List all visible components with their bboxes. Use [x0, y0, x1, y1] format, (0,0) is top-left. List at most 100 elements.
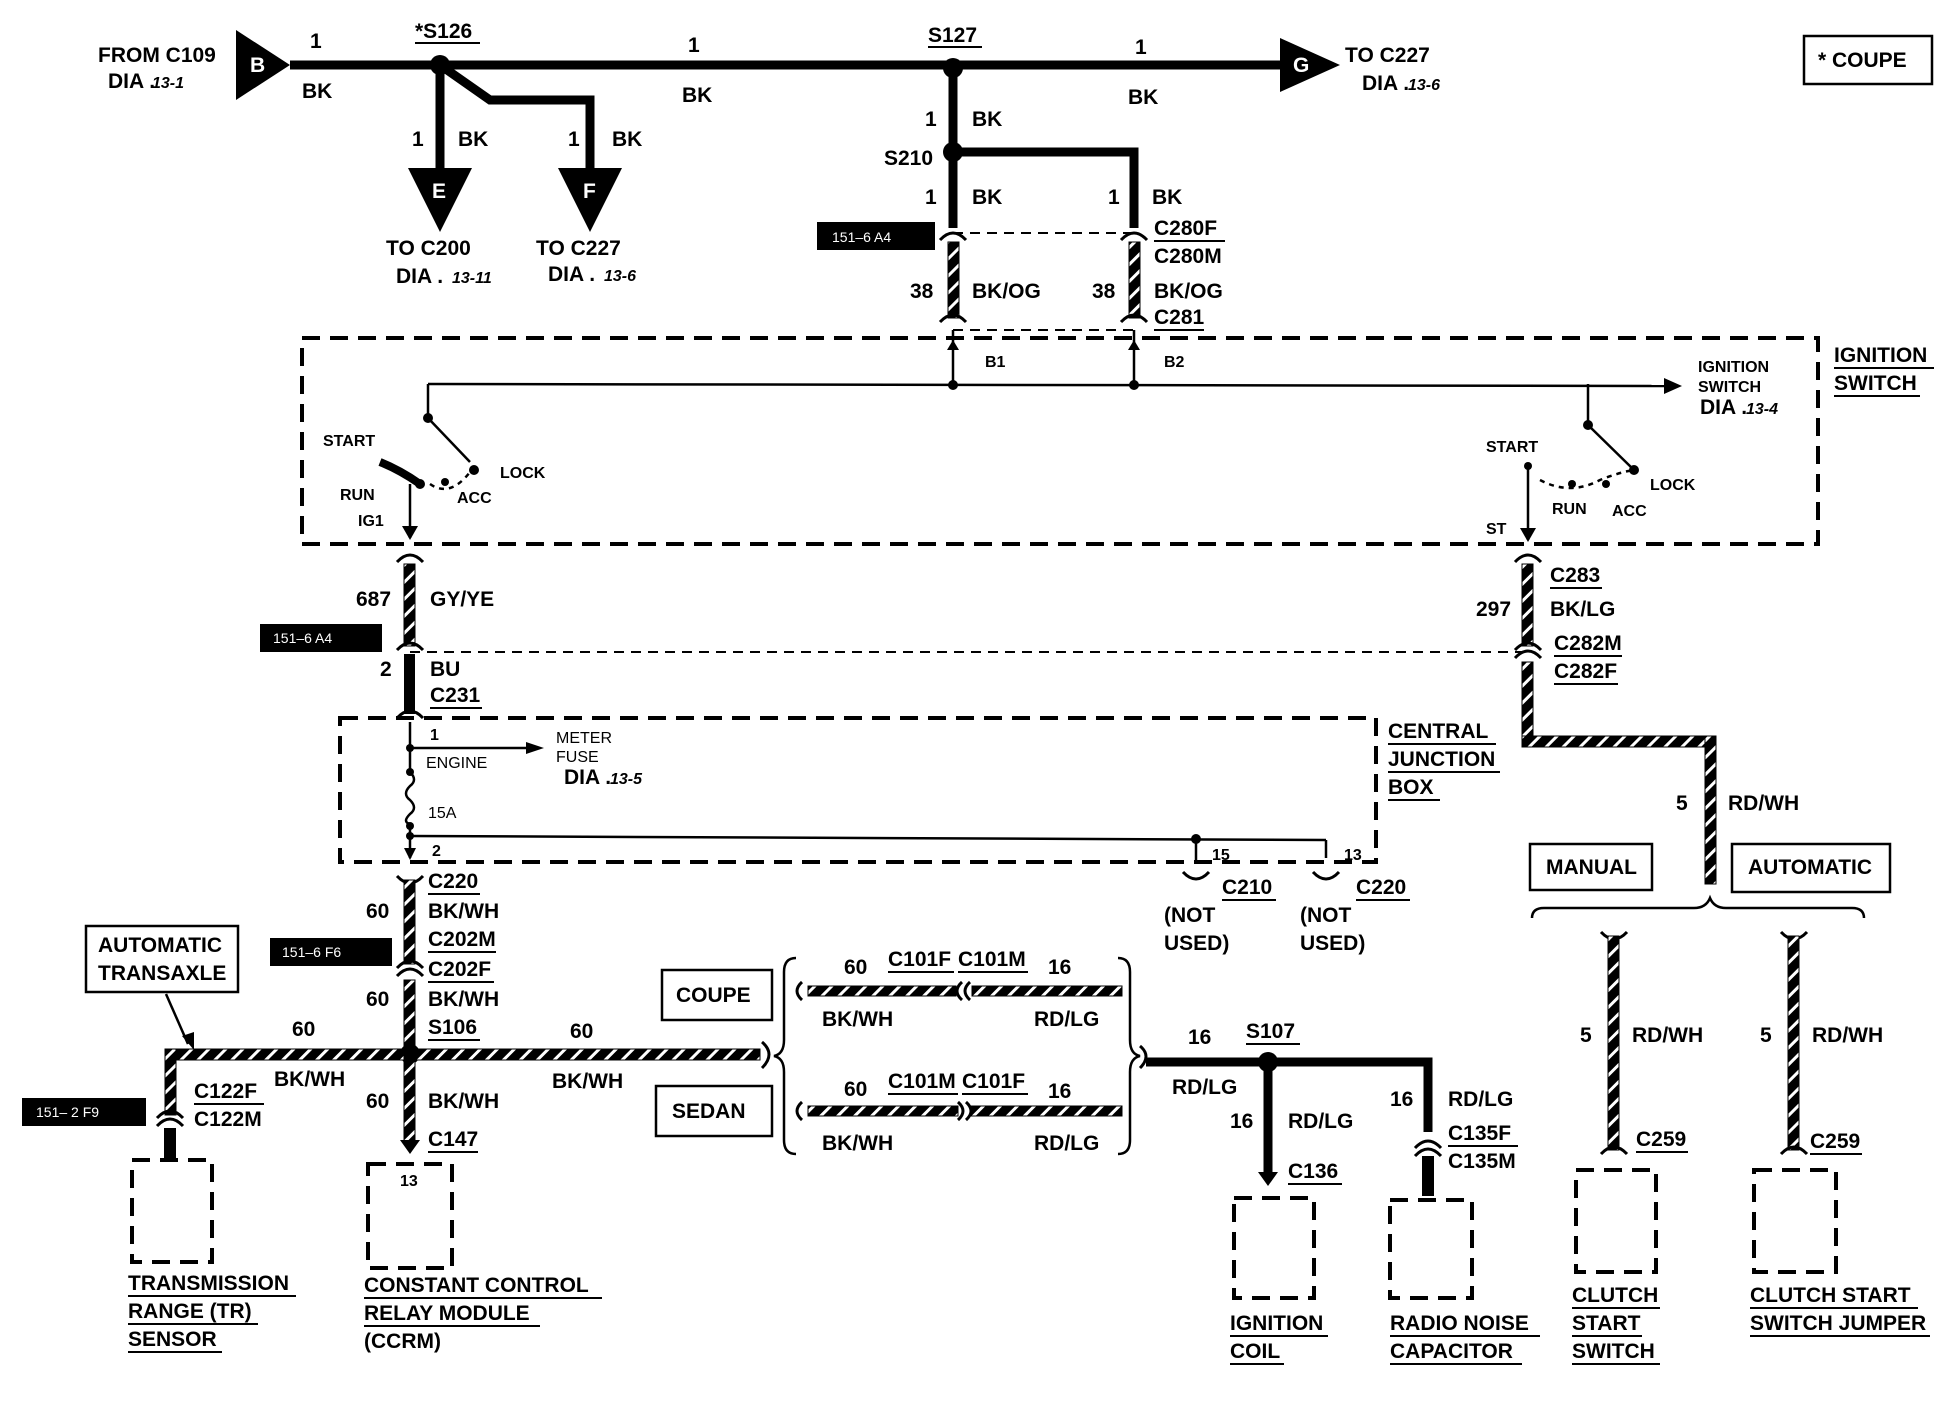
circuit-16-label: 16 [1230, 1110, 1253, 1133]
wire-color-bk-lg: BK/LG [1550, 598, 1615, 621]
ignition-coil-label-2: COIL [1230, 1340, 1280, 1363]
wire-color-bk: BK [458, 128, 488, 151]
to-c227-right-num: 13-6 [1408, 77, 1440, 94]
wire-color-bk: BK [302, 80, 332, 103]
wire-color-rd-lg: RD/LG [1288, 1110, 1353, 1133]
tag-151-6-f6 [270, 938, 392, 966]
s106-label: S106 [428, 1016, 477, 1039]
c231-label: C231 [430, 684, 481, 707]
connector-e-arrow [408, 168, 472, 232]
b2-label: B2 [1164, 354, 1185, 371]
circuit-1-label: 1 [412, 128, 424, 151]
circuit-16-label: 16 [1188, 1026, 1211, 1049]
clutch-switch-label-1: CLUTCH [1572, 1284, 1658, 1307]
circuit-1-label: 1 [1135, 36, 1147, 59]
c101f-label-sedan: C101F [962, 1070, 1025, 1093]
splice-s127-label: S127 [928, 24, 977, 47]
wire-color-rd-lg: RD/LG [1034, 1008, 1099, 1031]
connector-f-letter: F [583, 180, 596, 203]
transaxle-label-2: TRANSAXLE [98, 962, 226, 985]
wire-color-rd-lg: RD/LG [1448, 1088, 1513, 1111]
tr-sensor-label-1: TRANSMISSION [128, 1272, 289, 1295]
connector-e-letter: E [432, 180, 446, 203]
c210-label: C210 [1222, 876, 1272, 899]
circuit-5-label: 5 [1676, 792, 1688, 815]
wire-color-bk-wh: BK/WH [428, 988, 499, 1011]
cjb-engine-label: ENGINE [426, 755, 487, 772]
coupe-note: * COUPE [1802, 34, 1934, 86]
from-dia-label: DIA . [108, 70, 155, 93]
run-label-left: RUN [340, 487, 375, 504]
wire-color-rd-lg: RD/LG [1034, 1132, 1099, 1155]
wire-color-rd-lg: RD/LG [1172, 1076, 1237, 1099]
tag-151-2-f9-text: 151– 2 F9 [36, 1104, 99, 1120]
wire-color-bk-og: BK/OG [1154, 280, 1223, 303]
circuit-297-label: 297 [1476, 598, 1511, 621]
splice-s210-label: S210 [884, 147, 933, 170]
c281-label: C281 [1154, 306, 1205, 329]
circuit-1-label: 1 [568, 128, 580, 151]
not-used-1a: (NOT [1164, 904, 1215, 927]
tag-151-2-f9 [22, 1098, 146, 1126]
st-label: ST [1486, 521, 1507, 538]
capacitor-box [1388, 1198, 1474, 1300]
wire-color-gy-ye: GY/YE [430, 588, 494, 611]
c122m-label: C122M [194, 1108, 262, 1131]
wire-color-bk: BK [612, 128, 642, 151]
ignition-coil-box [1232, 1196, 1316, 1300]
sedan-label: SEDAN [672, 1100, 746, 1123]
ignition-switch-ref-1: IGNITION [1698, 359, 1769, 376]
ccrm-pin-13: 13 [400, 1173, 418, 1190]
b1-label: B1 [985, 354, 1006, 371]
to-c227-mid-dia: DIA . [548, 263, 595, 286]
wire-color-rd-wh: RD/WH [1632, 1024, 1703, 1047]
capacitor-label-1: RADIO NOISE [1390, 1312, 1529, 1335]
left-branch-lower: C220 60 BK/WH C202M 151–6 F6 C202F 60 BK… [164, 870, 771, 1154]
left-branch: 687 GY/YE 151–6 A4 2 BU C231 [260, 553, 1528, 720]
to-c227-right-label: TO C227 [1345, 44, 1430, 67]
c147-label: C147 [428, 1128, 478, 1151]
circuit-1-label: 1 [925, 108, 937, 131]
wire-color-bk-wh: BK/WH [552, 1070, 623, 1093]
c101m-label-coupe: C101M [958, 948, 1026, 971]
clutch-switch-label-2: START [1572, 1312, 1641, 1335]
coupe-note-text: * COUPE [1818, 49, 1907, 72]
ccrm-label-1: CONSTANT CONTROL [364, 1274, 589, 1297]
wire-color-rd-wh: RD/WH [1728, 792, 1799, 815]
clutch-jumper-label-2: SWITCH JUMPER [1750, 1312, 1926, 1335]
ignition-switch-ref-dia: DIA . [1700, 396, 1747, 419]
to-c227-mid-label: TO C227 [536, 237, 621, 260]
wire-color-bk-wh: BK/WH [274, 1068, 345, 1091]
wire-color-bu: BU [430, 658, 460, 681]
c220-label: C220 [428, 870, 478, 893]
ignition-feed: 151–6 A4 C280F C280M 38 BK/OG 38 BK/OG C… [817, 217, 1225, 331]
ignition-switch: IGNITION SWITCH B1 B2 IGNITION SWITCH DI… [300, 330, 1934, 546]
acc-label-left: ACC [457, 490, 492, 507]
wire-color-bk: BK [972, 108, 1002, 131]
pin-2-label: 2 [380, 658, 392, 681]
lock-label-left: LOCK [500, 465, 546, 482]
wire-color-bk: BK [1152, 186, 1182, 209]
cjb-pin-2: 2 [432, 843, 441, 860]
c202f-label: C202F [428, 958, 491, 981]
c259-label-auto: C259 [1810, 1130, 1860, 1153]
body-style: COUPE SEDAN 60 C101F C101M 16 BK/WH RD/L… [654, 948, 1141, 1156]
cjb-pin-1: 1 [430, 727, 439, 744]
to-c200-label: TO C200 [386, 237, 471, 260]
c101f-label-coupe: C101F [888, 948, 951, 971]
wire-color-bk: BK [682, 84, 712, 107]
connector-b-letter: B [250, 54, 265, 77]
automatic-label: AUTOMATIC [1748, 856, 1872, 879]
fuse-15a-label: 15A [428, 805, 457, 822]
transaxle: AUTOMATIC TRANSAXLE 151– 2 F9 C122F C122… [22, 924, 264, 1160]
c135f-label: C135F [1448, 1122, 1511, 1145]
circuit-1-label: 1 [310, 30, 322, 53]
to-c227-right-dia: DIA . [1362, 72, 1409, 95]
start-label-right: START [1486, 439, 1538, 456]
clutch-switch-label-3: SWITCH [1572, 1340, 1655, 1363]
cjb-pin-15: 15 [1212, 847, 1230, 864]
circuit-16-label: 16 [1048, 956, 1071, 979]
circuit-60-label: 60 [366, 1090, 389, 1113]
ignition-switch-ref-num: 13-4 [1746, 401, 1778, 418]
circuit-38-label: 38 [910, 280, 934, 303]
